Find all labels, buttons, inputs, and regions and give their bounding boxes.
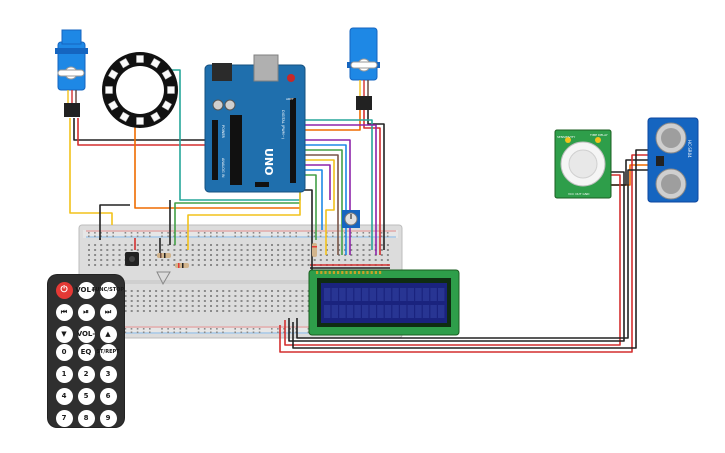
servo-motor-left[interactable] — [55, 29, 88, 117]
usb-port — [253, 54, 279, 82]
svg-text:DIGITAL (PWM~): DIGITAL (PWM~) — [281, 110, 285, 140]
svg-text:TIME DELAY: TIME DELAY — [589, 133, 608, 137]
digit-1-button[interactable]: 1 — [55, 365, 73, 383]
digital-header — [290, 98, 296, 183]
neopixel-ring[interactable] — [102, 52, 178, 128]
svg-text:AREF: AREF — [286, 97, 294, 101]
arduino-logo: UNO — [262, 148, 275, 176]
potentiometer[interactable] — [342, 210, 360, 228]
digit-5-button[interactable]: 5 — [77, 387, 95, 405]
servo-motor-right[interactable] — [347, 27, 380, 110]
st-rept-button[interactable]: ST/REPT — [96, 343, 120, 361]
digit-6-button[interactable]: 6 — [99, 387, 117, 405]
power-button[interactable]: ⏻ — [55, 281, 73, 299]
reset-button[interactable] — [287, 74, 295, 82]
svg-text:ANALOG IN: ANALOG IN — [221, 158, 225, 178]
down-button[interactable]: ▼ — [55, 325, 73, 343]
resistor-2 — [175, 263, 189, 268]
pir-motion-sensor[interactable]: SENSITIVITY TIME DELAY VCC OUT GND — [554, 129, 612, 199]
play-pause-button[interactable]: ⏯ — [77, 303, 95, 321]
power-jack — [212, 63, 232, 81]
digit-0-button[interactable]: 0 — [55, 343, 73, 361]
prev-button[interactable]: ⏮ — [55, 303, 73, 321]
transistor — [156, 271, 171, 286]
lcd-display[interactable] — [308, 269, 460, 336]
resistor-3 — [312, 243, 317, 257]
svg-text:POWER: POWER — [221, 125, 225, 139]
ring-leds — [105, 55, 175, 125]
ultrasonic-sensor[interactable]: HC-SR04 — [647, 117, 699, 203]
lcd-pins — [316, 271, 382, 274]
digit-9-button[interactable]: 9 — [99, 409, 117, 427]
vol-down-button[interactable]: VOL- — [77, 325, 95, 343]
vol-up-button[interactable]: VOL+ — [75, 281, 97, 299]
func-stop-button[interactable]: FUNC/STOP — [92, 281, 124, 299]
resistor-1 — [157, 253, 171, 258]
arduino-uno-board[interactable]: UNO DIGITAL (PWM~) POWER ANALOG IN AREF — [204, 54, 306, 193]
atmega-chip — [230, 115, 242, 185]
digit-2-button[interactable]: 2 — [77, 365, 95, 383]
digit-3-button[interactable]: 3 — [99, 365, 117, 383]
up-button[interactable]: ▲ — [99, 325, 117, 343]
power-header — [212, 120, 218, 180]
digit-7-button[interactable]: 7 — [55, 409, 73, 427]
svg-text:HC-SR04: HC-SR04 — [687, 140, 692, 158]
svg-text:SENSITIVITY: SENSITIVITY — [557, 135, 575, 139]
eq-button[interactable]: EQ — [77, 343, 95, 361]
digit-4-button[interactable]: 4 — [55, 387, 73, 405]
ir-receiver[interactable] — [125, 252, 139, 266]
digit-8-button[interactable]: 8 — [77, 409, 95, 427]
svg-text:VCC OUT GND: VCC OUT GND — [568, 192, 590, 196]
lcd-character-cells — [324, 288, 445, 318]
next-button[interactable]: ⏭ — [99, 303, 117, 321]
